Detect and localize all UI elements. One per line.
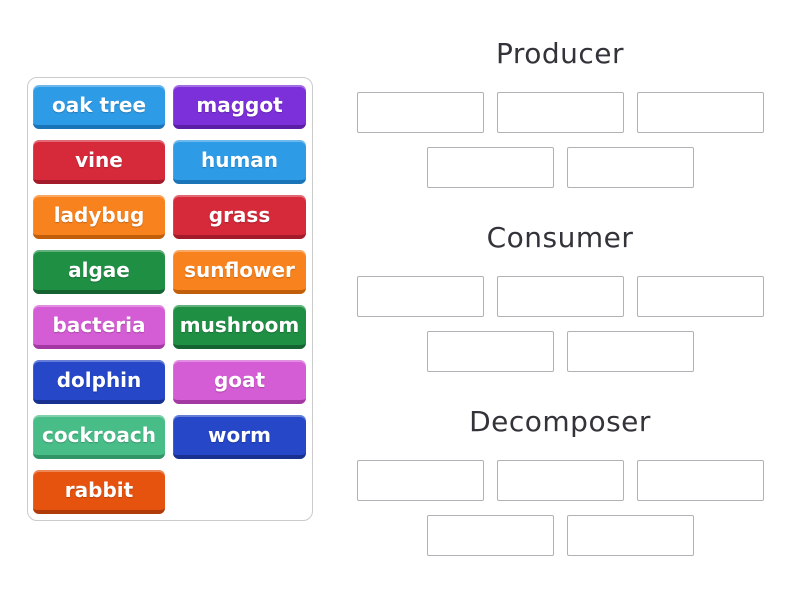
drop-slot-decomposer-4[interactable]: [426, 515, 554, 556]
tile-rabbit[interactable]: rabbit: [33, 470, 165, 514]
tile-grass[interactable]: grass: [173, 195, 306, 239]
consumer-slot-row-1: [345, 276, 775, 317]
drop-slot-producer-1[interactable]: [356, 92, 484, 133]
drop-slot-consumer-4[interactable]: [426, 331, 554, 372]
drop-slot-producer-3[interactable]: [636, 92, 764, 133]
group-title-consumer: Consumer: [486, 221, 634, 254]
drop-slot-producer-2[interactable]: [496, 92, 624, 133]
producer-slot-row-1: [345, 92, 775, 133]
group-decomposer: Decomposer: [345, 406, 775, 556]
drop-slot-decomposer-2[interactable]: [496, 460, 624, 501]
tile-cockroach[interactable]: cockroach: [33, 415, 165, 459]
tile-algae[interactable]: algae: [33, 250, 165, 294]
group-title-producer: Producer: [495, 37, 625, 70]
drop-slot-consumer-5[interactable]: [566, 331, 694, 372]
tile-ladybug[interactable]: ladybug: [33, 195, 165, 239]
tile-dolphin[interactable]: dolphin: [33, 360, 165, 404]
tile-human[interactable]: human: [173, 140, 306, 184]
drop-slot-producer-5[interactable]: [566, 147, 694, 188]
tile-goat[interactable]: goat: [173, 360, 306, 404]
producer-slot-row-2: [345, 147, 775, 188]
tile-mushroom[interactable]: mushroom: [173, 305, 306, 349]
drop-slot-consumer-1[interactable]: [356, 276, 484, 317]
decomposer-slot-row-1: [345, 460, 775, 501]
drop-slot-producer-4[interactable]: [426, 147, 554, 188]
tile-sunflower[interactable]: sunflower: [173, 250, 306, 294]
drop-slot-decomposer-5[interactable]: [566, 515, 694, 556]
drop-slot-decomposer-1[interactable]: [356, 460, 484, 501]
drop-slot-consumer-3[interactable]: [636, 276, 764, 317]
group-producer: Producer: [345, 38, 775, 188]
tile-bacteria[interactable]: bacteria: [33, 305, 165, 349]
group-title-decomposer: Decomposer: [469, 405, 651, 438]
group-consumer: Consumer: [345, 222, 775, 372]
drop-slot-consumer-2[interactable]: [496, 276, 624, 317]
tile-vine[interactable]: vine: [33, 140, 165, 184]
tile-oak-tree[interactable]: oak tree: [33, 85, 165, 129]
tile-maggot[interactable]: maggot: [173, 85, 306, 129]
consumer-slot-row-2: [345, 331, 775, 372]
drop-slot-decomposer-3[interactable]: [636, 460, 764, 501]
sort-groups: Producer Consumer De: [345, 38, 775, 556]
tile-tray: oak tree maggot vine human ladybug grass…: [27, 77, 313, 521]
tile-worm[interactable]: worm: [173, 415, 306, 459]
decomposer-slot-row-2: [345, 515, 775, 556]
